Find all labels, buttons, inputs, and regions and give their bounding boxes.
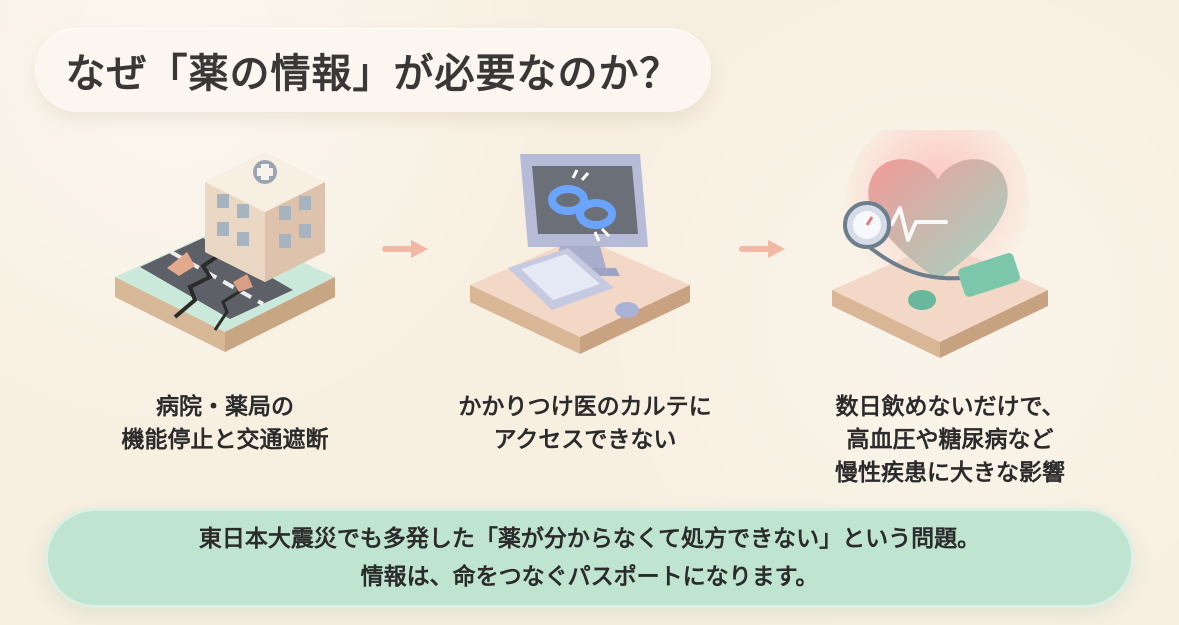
step-caption-3: 数日飲めないだけで、 高血圧や糖尿病など 慢性疾患に大きな影響 — [805, 391, 1095, 490]
caption-line: アクセスできない — [493, 427, 677, 453]
caption-line: 慢性疾患に大きな影響 — [835, 460, 1065, 486]
caption-line: 数日飲めないだけで、 — [835, 394, 1065, 420]
message-line-1: 東日本大震災でも多発した「薬が分からなくて処方できない」という問題。 — [198, 526, 981, 552]
heart-blood-pressure-icon — [810, 130, 1070, 360]
step-caption-1: 病院・薬局の 機能停止と交通遮断 — [95, 391, 355, 457]
message-line-2: 情報は、命をつなぐパスポートになります。 — [360, 564, 819, 590]
caption-line: 機能停止と交通遮断 — [121, 427, 329, 453]
step-caption-2: かかりつけ医のカルテに アクセスできない — [440, 391, 730, 457]
damaged-hospital-road-icon — [95, 142, 355, 372]
summary-message: 東日本大震災でも多発した「薬が分からなくて処方できない」という問題。 情報は、命… — [45, 508, 1134, 608]
arrow-right-icon — [738, 233, 794, 265]
caption-line: 高血圧や糖尿病など — [846, 427, 1054, 453]
computer-broken-link-icon — [450, 142, 710, 372]
caption-line: 病院・薬局の — [156, 394, 294, 420]
title-pill: なぜ「薬の情報」が必要なのか？ — [35, 28, 711, 112]
caption-line: かかりつけ医のカルテに — [458, 394, 712, 420]
arrow-right-icon — [381, 233, 437, 265]
page-title: なぜ「薬の情報」が必要なのか？ — [65, 51, 681, 97]
